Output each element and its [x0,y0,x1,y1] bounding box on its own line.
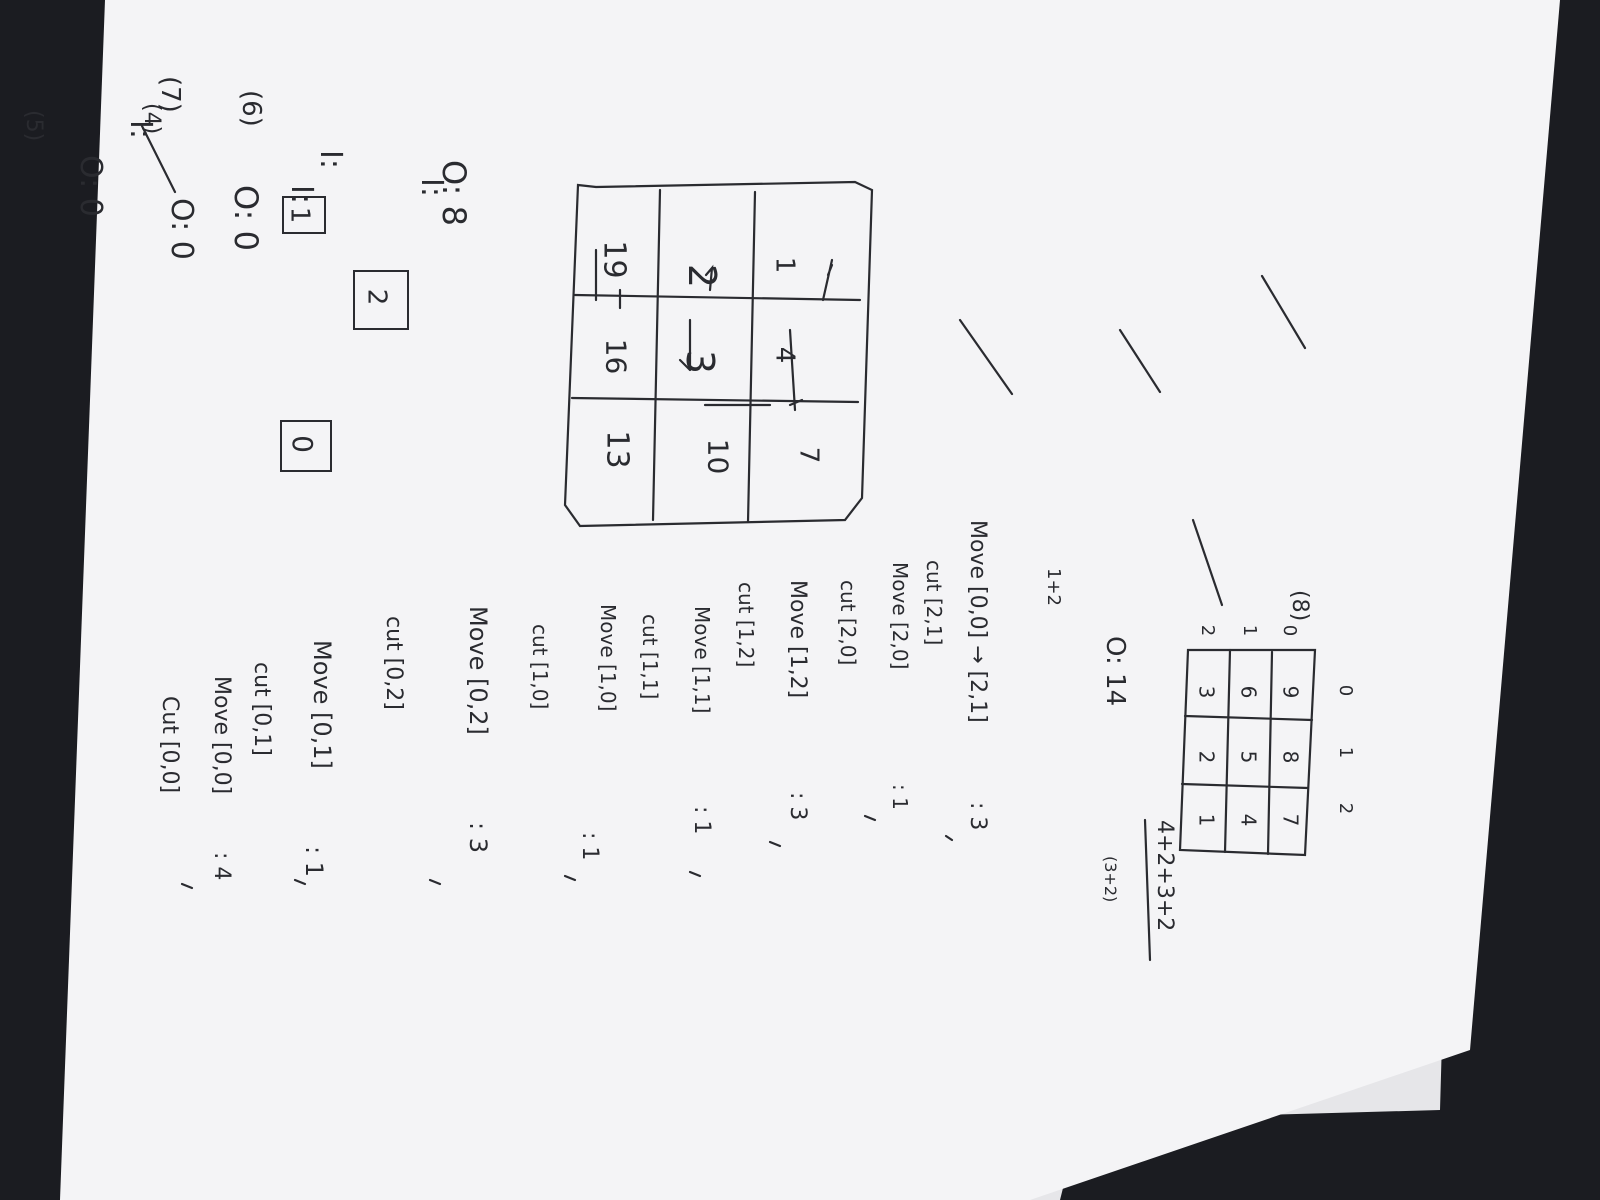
p7-cell-0-1: 4 [769,346,800,364]
step-5-value: : 3 [785,792,810,821]
step-7-value: : 1 [689,806,714,835]
p8-cell-2-2: 1 [1194,813,1219,827]
problem-6-input-box [280,420,332,472]
step-3-action: Move [2,0] [888,562,912,670]
p7-cell-2-1: 16 [599,338,633,375]
step-1-action: Move [0,0] → [2,1] [965,520,990,723]
p8-cell-2-0: 3 [1194,685,1219,699]
p8-row-header-2: 2 [1197,624,1219,637]
step-4-action: cut [2,0] [836,580,860,666]
step-15-value: : 4 [209,852,234,881]
p8-col-header-0: 0 [1335,684,1357,697]
p8-col-header-1: 1 [1335,746,1357,759]
step-11-value: : 3 [464,822,492,853]
p8-row-header-1: 1 [1239,624,1261,637]
p8-cell-0-2: 7 [1278,813,1303,827]
step-7-action: Move [1,1] [690,606,714,714]
problem-8-side-note: 1+2 [1043,568,1064,606]
p8-col-header-2: 2 [1335,802,1357,815]
step-10-action: cut [1,0] [528,624,552,710]
step-15-action: Move [0,0] [209,676,234,795]
p8-cell-1-0: 6 [1236,685,1261,699]
step-16-action: Cut [0,0] [157,696,182,794]
p8-cell-2-1: 2 [1194,750,1219,764]
step-5-action: Move [1,2] [785,580,810,699]
p8-cell-1-2: 4 [1236,813,1261,827]
p7-cell-2-0: 19 [596,240,632,279]
problem-7-grid-border [563,180,874,528]
step-12-action: cut [0,2] [381,616,406,710]
step-9-action: Move [1,0] [596,604,620,712]
p8-row-header-0: 0 [1279,624,1301,637]
problem-8-sum: 4+2+3+2 [1152,820,1177,932]
problem-4-input-box [282,196,326,234]
p7-cell-1-0: 2 [680,263,725,289]
step-2-action: cut [2,1] [922,560,946,646]
step-14-action: cut [0,1] [249,662,274,756]
p7-cell-1-1: 3 [678,349,723,375]
p7-cell-0-2: 7 [793,446,824,464]
step-11-action: Move [0,2] [464,606,492,735]
p7-cell-1-2: 10 [701,438,735,475]
step-13-action: Move [0,1] [308,640,336,769]
step-3-value: : 1 [888,784,912,810]
problem-4-check-mark [1260,274,1307,350]
p8-cell-0-1: 8 [1278,750,1303,764]
problem-5-input-box [353,270,409,330]
problem-8-sum-note: (3+2) [1101,856,1120,903]
step-13-value: : 1 [300,846,328,877]
problem-8-output: O: 14 [1100,636,1130,707]
step-6-action: cut [1,2] [734,582,758,668]
p8-cell-1-1: 5 [1236,750,1261,764]
step-8-action: cut [1,1] [638,614,662,700]
problem-8-label: (8) [1287,590,1312,622]
p8-cell-0-0: 9 [1278,685,1303,699]
step-1-value: : 3 [965,802,990,831]
step-9-value: : 1 [577,832,602,861]
p7-cell-2-2: 13 [599,430,635,469]
p7-cell-0-0: 1 [769,256,800,274]
